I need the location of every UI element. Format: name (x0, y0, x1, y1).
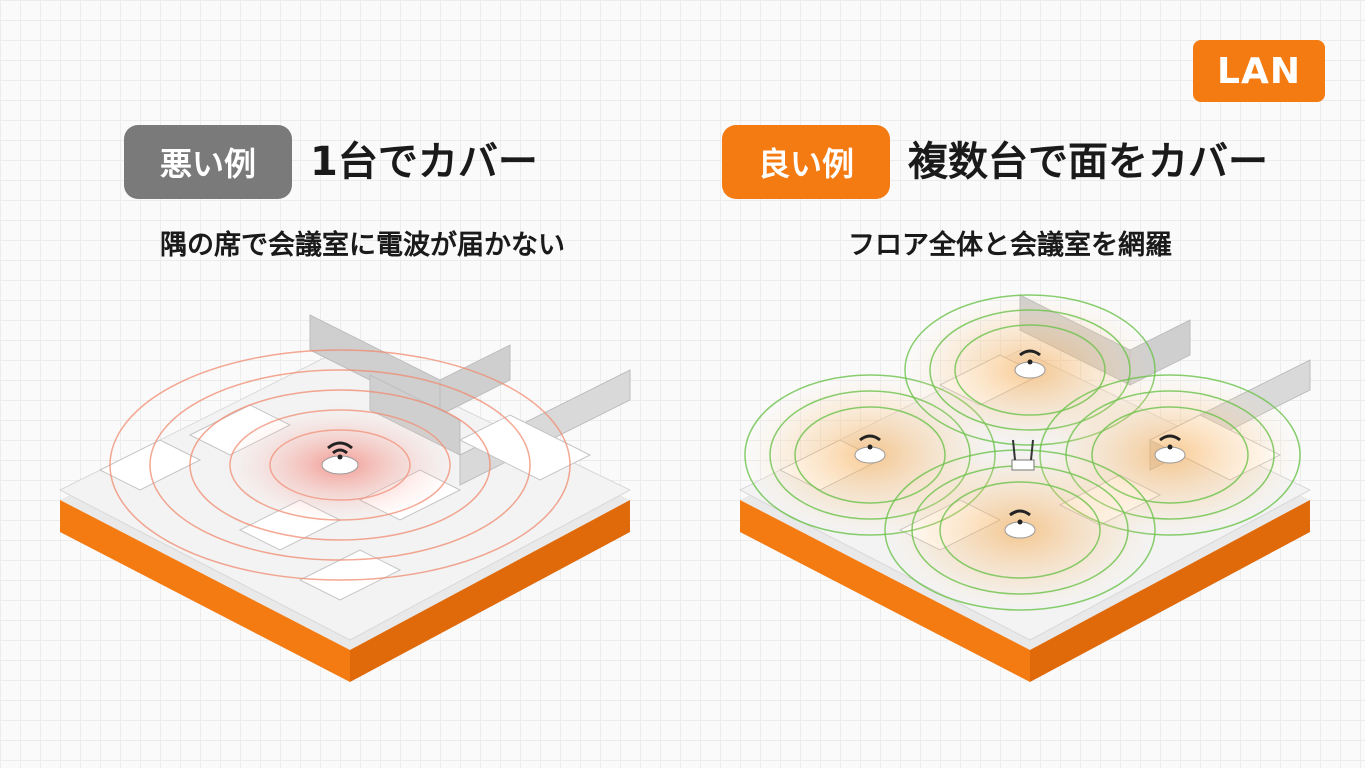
good-example-caption: フロア全体と会議室を網羅 (848, 230, 1172, 261)
multi-ap-office-illustration (738, 294, 1312, 682)
bad-example-heading: 1台でカバー (310, 139, 538, 185)
access-point-icon (1154, 434, 1186, 464)
access-point-icon (1004, 509, 1036, 539)
bad-example-caption: 隅の席で会議室に電波が届かない (160, 230, 565, 261)
good-example-heading: 複数台で面をカバー (908, 139, 1268, 185)
lan-badge: LAN (1193, 40, 1325, 102)
access-point-icon (854, 434, 886, 464)
single-ap-office-illustration (58, 314, 632, 682)
good-example-tag: 良い例 (722, 125, 890, 199)
access-point-icon (321, 441, 359, 475)
router-icon (1011, 439, 1035, 471)
bad-example-tag: 悪い例 (124, 125, 292, 199)
access-point-icon (1014, 349, 1046, 379)
